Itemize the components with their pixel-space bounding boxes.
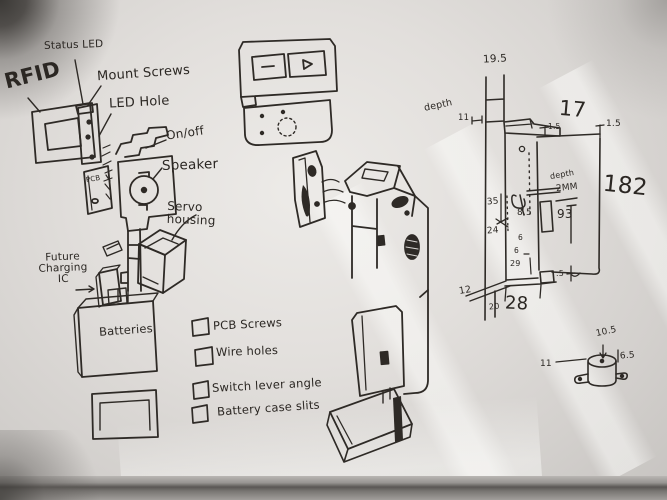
label-future-charging-ic: Future Charging IC [38, 250, 88, 286]
rfid-plate [31, 102, 96, 164]
dimension-drawing [465, 74, 605, 321]
checkbox-battery-case-slits [191, 404, 209, 424]
dim-0-5: .5 [556, 269, 565, 278]
iso-speaker [404, 234, 420, 260]
speaker-plate [117, 155, 177, 232]
label-status-led: Status LED [43, 37, 104, 53]
label-servo-housing: Servo housing [166, 198, 216, 228]
dim-8-5: 8.5 [517, 208, 532, 218]
status-led-leader [74, 59, 84, 105]
dim-6-top: 6 [518, 233, 523, 242]
checkbox-wire-holes [194, 346, 214, 367]
checklist-label-pcb-screws: PCB Screws [212, 315, 283, 333]
label-speaker: Speaker [161, 156, 219, 174]
dim-1-5-right: 1.5 [606, 119, 621, 129]
pcb-board [83, 165, 113, 215]
mount-screws-leader [87, 85, 102, 106]
smallpart-6-5: 6.5 [619, 350, 636, 362]
charging-ic-arrow [75, 285, 95, 293]
dim-20: 20 [488, 301, 500, 312]
smallpart-11: 11 [540, 359, 552, 369]
led-hole-leader [98, 113, 112, 137]
checkbox-pcb-screws [191, 317, 210, 337]
servo-housing-box [137, 229, 187, 294]
speaker-circle [129, 175, 159, 205]
dim-29: 29 [510, 259, 521, 268]
dim-1-5-top: 1.5 [548, 122, 561, 131]
small-part-sketch [555, 344, 628, 387]
dim-12: 12 [458, 284, 473, 298]
checkbox-switch-lever-angle [192, 380, 210, 400]
iso-battery-box [326, 388, 413, 463]
mount-bracket [77, 103, 102, 165]
servo-leader [171, 214, 197, 241]
checklist-boxes [191, 317, 214, 424]
battery-box [73, 287, 159, 378]
dim-93: 93 [557, 207, 573, 221]
label-batteries: Batteries [98, 321, 154, 339]
section-sketch [91, 389, 159, 440]
dim-24: 24 [486, 225, 500, 237]
dim-6-mid: 6 [514, 246, 519, 255]
dim-17: 17 [558, 95, 588, 123]
dim-28: 28 [504, 292, 529, 315]
on-off-switch [115, 126, 169, 158]
iso-assembly-sketch [292, 150, 429, 463]
dim-182: 182 [601, 170, 649, 202]
dim-11: 11 [458, 113, 470, 123]
dim-19-5: 19.5 [482, 52, 508, 66]
front-view-sketch [238, 38, 338, 146]
label-led-hole: LED Hole [108, 93, 170, 112]
dim-35: 35 [486, 196, 500, 208]
checklist-label-wire-holes: Wire holes [215, 342, 279, 360]
speaker-leader [152, 167, 163, 180]
left-exploded-view [27, 59, 197, 440]
